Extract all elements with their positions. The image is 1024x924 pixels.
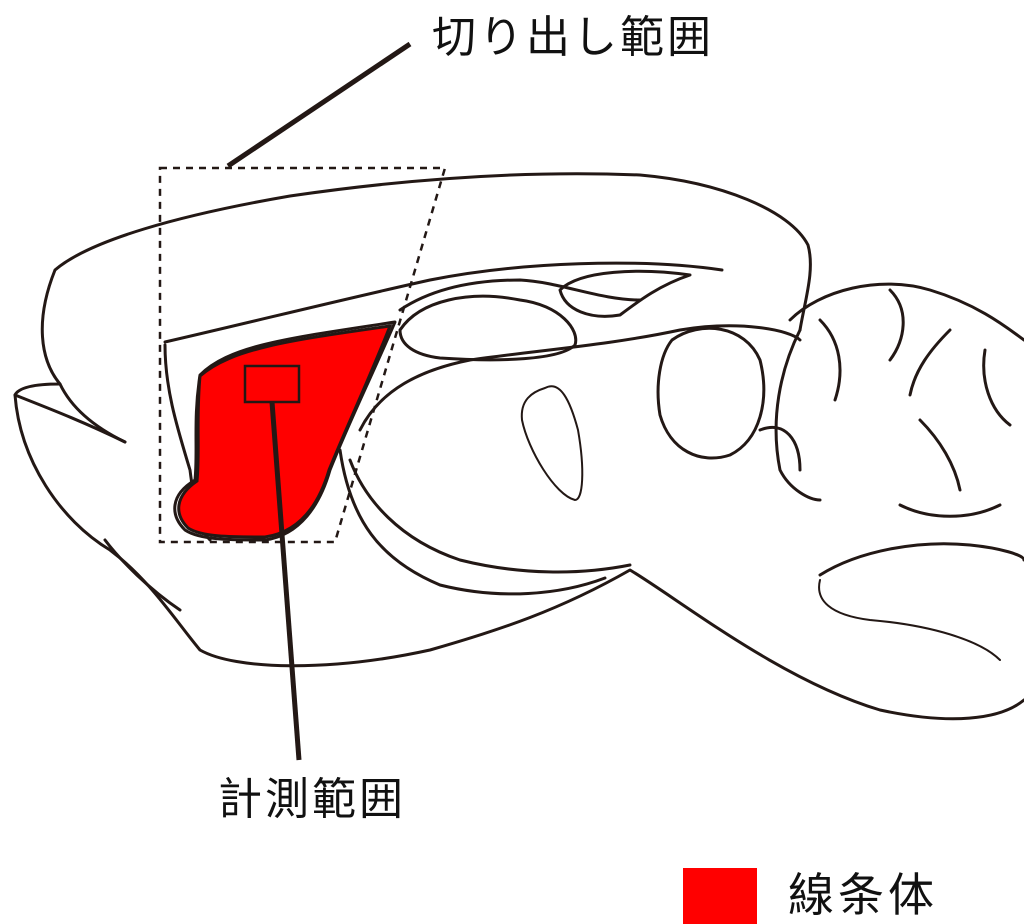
pons-outline (820, 544, 1024, 575)
olfactory-line (60, 384, 125, 442)
measurement-region-label: 計測範囲 (218, 778, 406, 822)
cerebellum-fold-7 (900, 505, 1000, 516)
callosum-line (400, 280, 640, 310)
cerebellum-fold-1 (776, 330, 820, 500)
cerebellum-fold-4 (910, 330, 950, 395)
hippocampus-outline (560, 271, 690, 316)
frontal-fold (105, 540, 180, 610)
legend-swatch-striatum (683, 868, 757, 924)
cerebellum-outline (790, 284, 1024, 340)
inner-oval (522, 386, 582, 500)
legend-label-striatum: 線条体 (788, 872, 938, 918)
cerebellum-fold-3 (890, 290, 903, 360)
medulla-inner (819, 580, 1000, 660)
striatum-region (179, 326, 390, 537)
colliculus-outline (658, 328, 764, 458)
cerebellum-fold-6 (920, 420, 960, 490)
midbrain-outline (360, 326, 800, 430)
cerebellum-fold-5 (984, 350, 1010, 425)
brain-outer-outline (15, 174, 810, 442)
cerebellum-fold-2 (820, 320, 840, 400)
brain-bottom-outline (15, 395, 1024, 719)
cutout-region-label: 切り出し範囲 (432, 16, 714, 60)
cutout-leader-line (228, 44, 410, 166)
